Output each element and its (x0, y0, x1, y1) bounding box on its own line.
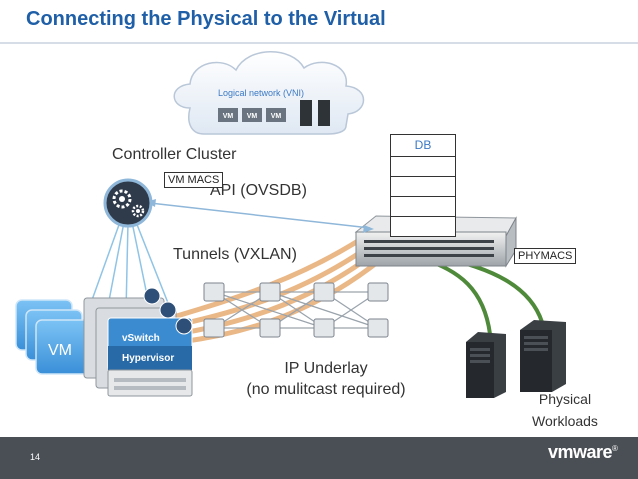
cloud-server-icon (300, 100, 312, 126)
page-number: 14 (30, 452, 41, 462)
db-header: DB (390, 134, 456, 157)
vswitch-label: vSwitch (122, 333, 160, 344)
ip-underlay-line1: IP Underlay (284, 360, 368, 377)
ip-underlay-label: IP Underlay (no mulitcast required) (236, 358, 416, 400)
slide-title: Connecting the Physical to the Virtual (26, 8, 386, 30)
hypervisor-label: Hypervisor (122, 353, 175, 364)
logo-text: vmware (548, 442, 613, 462)
workloads-line2: Workloads (532, 413, 598, 429)
footer-bar (0, 437, 638, 479)
controller-vswitch-links (91, 221, 171, 313)
vm-label: VM (48, 342, 72, 359)
cloud-vm-chip-label: VM (223, 113, 234, 120)
cloud-server-icon (318, 100, 330, 126)
physical-server-icon (466, 332, 506, 398)
api-connection (146, 199, 374, 233)
db-row (390, 217, 456, 237)
workloads-line1: Physical (538, 391, 592, 407)
phymacs-label: PHYMACS (514, 248, 577, 264)
db-row (390, 157, 456, 177)
vmware-logo: vmware® (548, 442, 618, 463)
network-diagram: VM VM VM (15, 51, 566, 398)
logical-network-cloud (173, 51, 365, 135)
logo-mark: ® (612, 444, 618, 453)
controller-cluster-label: Controller Cluster (112, 146, 237, 163)
hypervisor-stack (83, 297, 193, 397)
db-table: DB (390, 134, 456, 237)
cloud-vm-chip-label: VM (271, 113, 282, 120)
ip-underlay-fabric (203, 282, 389, 338)
cloud-vm-chips (218, 108, 286, 122)
ip-underlay-line2: (no mulitcast required) (246, 381, 406, 398)
api-ovsdb-label: API (OVSDB) (210, 182, 307, 199)
tunnels-vxlan-label: Tunnels (VXLAN) (173, 246, 297, 263)
controller-gears-icon (103, 178, 153, 228)
cloud-label: Logical network (VNI) (218, 88, 305, 98)
vm-stack (15, 299, 93, 375)
physical-server-icon (520, 320, 566, 392)
cloud-vm-chip-label: VM (247, 113, 258, 120)
physical-links (418, 254, 544, 336)
title-divider (0, 42, 638, 44)
vm-macs-label: VM MACS (164, 172, 224, 188)
db-row (390, 177, 456, 197)
vswitch-icons (143, 287, 193, 335)
physical-workloads-label: Physical Workloads (523, 388, 607, 432)
db-row (390, 197, 456, 217)
